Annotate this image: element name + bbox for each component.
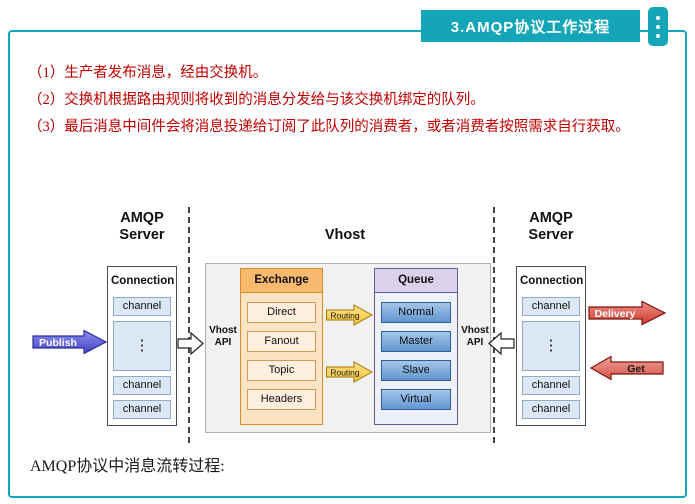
delivery-arrow: Delivery	[588, 300, 667, 326]
exchange-column: Exchange Direct Fanout Topic Headers	[240, 268, 323, 425]
amqp-flow-diagram: AMQP Server Connection channel ⋮ channel…	[30, 205, 680, 450]
intro-text: （1）生产者发布消息，经由交换机。 （2）交换机根据路由规则将收到的消息分发给与…	[28, 60, 670, 141]
channel-ellipsis: ⋮	[522, 321, 580, 371]
queue-column: Queue Normal Master Slave Virtual	[374, 268, 458, 425]
queue-row: Master	[381, 331, 451, 352]
intro-line-1: （1）生产者发布消息，经由交换机。	[28, 65, 268, 81]
delivery-label: Delivery	[595, 308, 636, 320]
connection-label: Connection	[520, 275, 584, 287]
section-title-tab[interactable]: 3.AMQP协议工作过程	[421, 10, 640, 42]
routing-arrow-bottom: Routing	[326, 361, 374, 383]
channel-cell: channel	[113, 297, 171, 316]
dashed-separator-right	[493, 207, 495, 443]
left-server-title: AMQP Server	[119, 210, 165, 243]
routing-label: Routing	[330, 368, 360, 378]
get-label: Get	[627, 363, 645, 375]
connection-label: Connection	[111, 275, 175, 287]
menu-dot	[656, 33, 660, 38]
queue-row: Virtual	[381, 389, 451, 410]
get-arrow: Get	[589, 355, 664, 381]
intro-line-2: （2）交换机根据路由规则将收到的消息分发给与该交换机绑定的队列。	[28, 92, 485, 108]
routing-label: Routing	[330, 311, 360, 321]
exchange-header: Exchange	[241, 269, 322, 293]
routing-arrow-top: Routing	[326, 304, 374, 326]
exchange-row: Direct	[247, 302, 316, 323]
channel-ellipsis: ⋮	[113, 321, 171, 371]
exchange-row: Fanout	[247, 331, 316, 352]
channel-cell: channel	[522, 376, 580, 395]
menu-dot	[656, 15, 660, 20]
publish-label: Publish	[39, 337, 77, 349]
right-server-title: AMQP Server	[528, 210, 574, 243]
queue-row: Slave	[381, 360, 451, 381]
vhost-api-label-left: Vhost API	[209, 325, 237, 348]
vhost-title: Vhost	[324, 227, 366, 243]
flow-arrow-right-icon	[177, 331, 204, 356]
menu-dot	[656, 24, 660, 29]
channel-cell: channel	[522, 297, 580, 316]
queue-row: Normal	[381, 302, 451, 323]
diagram-caption: AMQP协议中消息流转过程:	[30, 458, 225, 475]
vhost-api-label-right: Vhost API	[461, 325, 489, 348]
channel-cell: channel	[113, 400, 171, 419]
exchange-row: Topic	[247, 360, 316, 381]
dashed-separator-left	[188, 207, 190, 443]
channel-cell: channel	[522, 400, 580, 419]
connection-box-right: Connection channel ⋮ channel channel	[516, 266, 586, 426]
exchange-row: Headers	[247, 389, 316, 410]
queue-header: Queue	[375, 269, 457, 293]
kebab-menu-icon[interactable]	[648, 7, 668, 46]
channel-cell: channel	[113, 376, 171, 395]
intro-line-3: （3）最后消息中间件会将消息投递给订阅了此队列的消费者，或者消费者按照需求自行获…	[28, 119, 630, 135]
connection-box-left: Connection channel ⋮ channel channel	[107, 266, 177, 426]
flow-arrow-left-icon	[488, 331, 515, 356]
section-title: 3.AMQP协议工作过程	[450, 18, 611, 36]
publish-arrow: Publish	[32, 329, 108, 355]
